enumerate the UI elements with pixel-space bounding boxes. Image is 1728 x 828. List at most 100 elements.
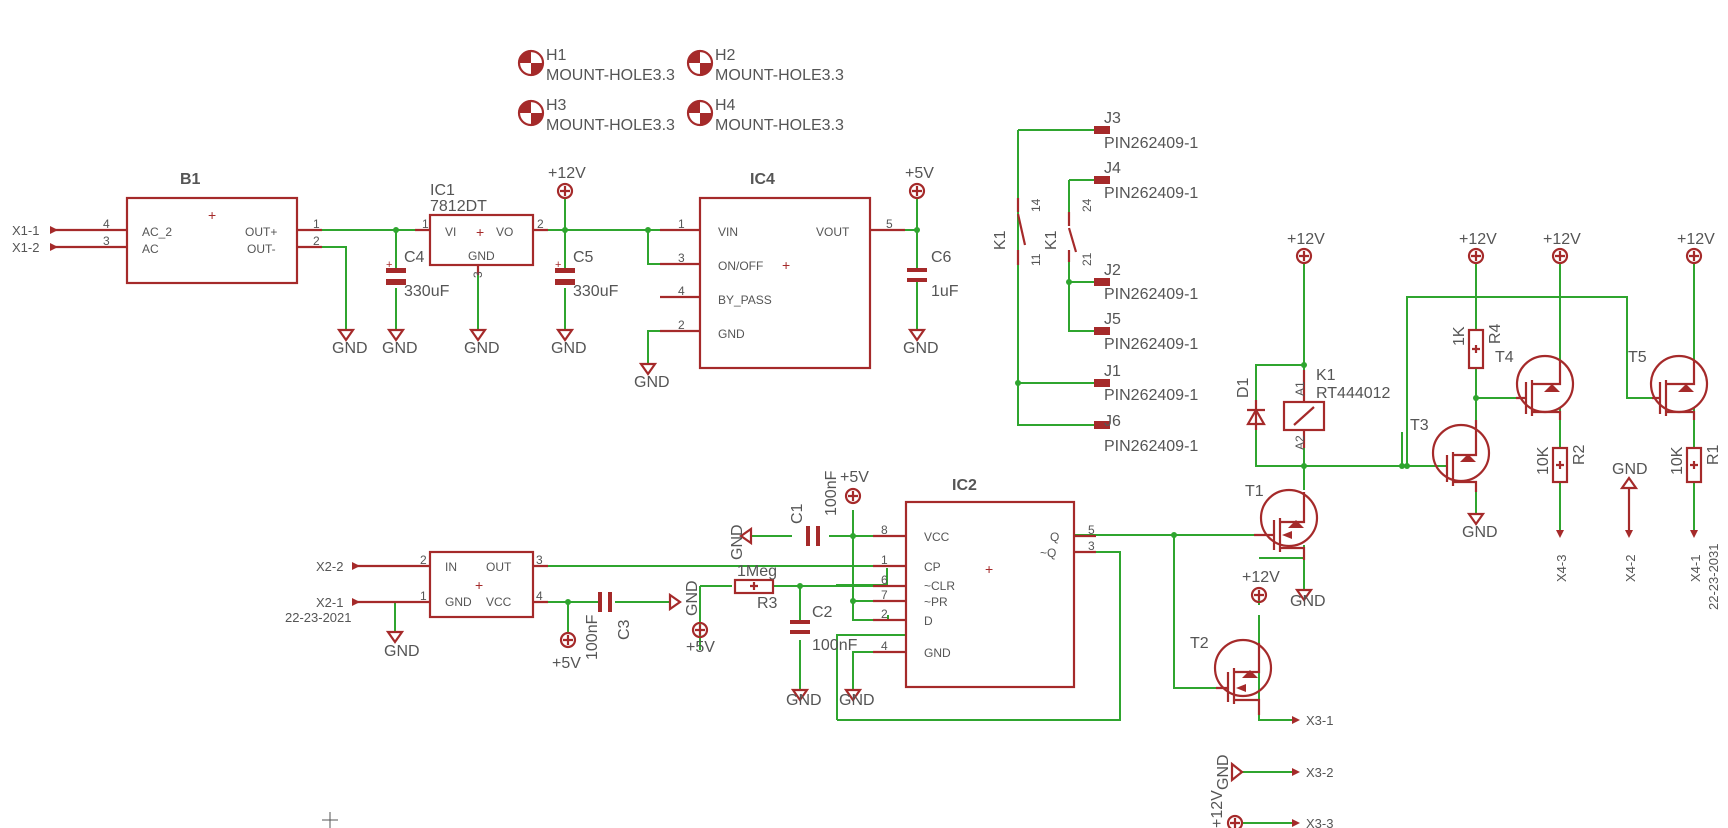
- b1-pinnum-2: 2: [313, 234, 320, 248]
- c2-value: 100nF: [812, 637, 858, 654]
- supply-5v-r3-label: +5V: [686, 639, 715, 656]
- mosfet-t4: T4: [1495, 349, 1575, 420]
- gnd-label-c3: GND: [684, 580, 701, 616]
- svg-text:+: +: [475, 577, 483, 593]
- supply-12v-relay: +12V: [1287, 231, 1325, 248]
- supply-5v-r3: +5V: [686, 621, 715, 656]
- ic4-regulator: IC4 VIN VOUT ON/OFF BY_PASS GND + 1 5 3 …: [660, 171, 905, 370]
- terminal-x2-part: 22-23-2021: [285, 610, 352, 625]
- gnd-label-6: GND: [903, 340, 939, 357]
- svg-text:+: +: [476, 224, 484, 240]
- supply-5v-sensor-label: +5V: [552, 655, 581, 672]
- terminal-x4-3-label: X4-3: [1554, 555, 1569, 582]
- gnd-label-t3: GND: [1462, 524, 1498, 541]
- ic1-pin-vo: VO: [496, 225, 513, 239]
- mount-hole-h4: H4 MOUNT-HOLE3.3: [686, 97, 844, 134]
- ic1-pinnum-3: 3: [471, 271, 485, 278]
- ic4-pinnum-2: 2: [678, 318, 685, 332]
- resistor-r1: 10K R1: [1669, 444, 1722, 484]
- j2-ref: J2: [1104, 262, 1121, 279]
- sensor-module: IN OUT GND VCC + 2 3 1 4: [400, 550, 548, 619]
- ic1-pinnum-2: 2: [537, 217, 544, 231]
- ic2-flipflop: IC2 VCC CP ~CLR ~PR D GND Q ~Q + 8 1 6 7…: [873, 477, 1096, 689]
- mount-hole-h1-value: MOUNT-HOLE3.3: [546, 67, 675, 84]
- t2-ref: T2: [1190, 635, 1209, 652]
- j6-ref: J6: [1104, 413, 1121, 430]
- ground-c1: GND: [729, 524, 753, 560]
- k1-contact-ref-1: K1: [992, 230, 1009, 250]
- ic2-pin-gnd: GND: [924, 646, 951, 660]
- supplies-12v-right: +12V +12V +12V +12V +12V: [1242, 231, 1715, 604]
- gnd-label-1: GND: [332, 340, 368, 357]
- b1-pin-outm: OUT-: [247, 242, 276, 256]
- supply-12v-t4: +12V: [1543, 231, 1581, 248]
- supply-5v-ic2: +5V: [840, 469, 869, 505]
- cursor-crosshair-icon: [322, 812, 338, 828]
- mount-hole-h2-ref: H2: [715, 47, 736, 64]
- ic2-pin-q: Q: [1050, 530, 1059, 544]
- sensor-pin-out: OUT: [486, 560, 512, 574]
- gnd-label-2: GND: [382, 340, 418, 357]
- j1-value: PIN262409-1: [1104, 387, 1198, 404]
- c6-ref: C6: [931, 249, 952, 266]
- mount-hole-h2-value: MOUNT-HOLE3.3: [715, 67, 844, 84]
- ic2-pin-clr: ~CLR: [924, 579, 955, 593]
- mount-hole-h3-value: MOUNT-HOLE3.3: [546, 117, 675, 134]
- mount-hole-h3-ref: H3: [546, 97, 567, 114]
- junctions: [393, 227, 1479, 605]
- supply-12v-ic1: +12V: [548, 165, 586, 200]
- sensor-pinnum-3: 3: [536, 553, 543, 567]
- c1-ref: C1: [789, 503, 806, 524]
- capacitor-c4: + C4 330uF: [386, 249, 450, 300]
- sensor-pin-in: IN: [445, 560, 457, 574]
- j3-ref: J3: [1104, 110, 1121, 127]
- terminal-x2: X2-2 X2-1 22-23-2021: [285, 559, 400, 625]
- j5-value: PIN262409-1: [1104, 336, 1198, 353]
- b1-pin-ac: AC: [142, 242, 159, 256]
- sensor-pinnum-2: 2: [420, 553, 427, 567]
- ic2-pinnum-4: 4: [881, 639, 888, 653]
- gnd-label-sensor: GND: [384, 643, 420, 660]
- sensor-pin-vcc: VCC: [486, 595, 512, 609]
- gnd-label-4: GND: [551, 340, 587, 357]
- ic1-pin-vi: VI: [445, 225, 456, 239]
- j5-ref: J5: [1104, 311, 1121, 328]
- d1-ref: D1: [1235, 377, 1252, 398]
- gnd-label-x3: GND: [1215, 754, 1232, 790]
- gnd-label-5: GND: [634, 374, 670, 391]
- ic4-pin-gnd: GND: [718, 327, 745, 341]
- t4-ref: T4: [1495, 349, 1514, 366]
- b1-pin-ac2: AC_2: [142, 225, 172, 239]
- t3-ref: T3: [1410, 417, 1429, 434]
- k1-pin-a2: A2: [1293, 435, 1307, 450]
- ic4-pinnum-3: 3: [678, 251, 685, 265]
- k1-coil: A1 A2 K1 RT444012: [1282, 367, 1391, 450]
- ic2-pinnum-7: 7: [881, 588, 888, 602]
- supply-12v-t2: +12V: [1242, 569, 1280, 586]
- c1-value: 100nF: [823, 470, 840, 516]
- svg-text:+: +: [208, 207, 216, 223]
- supply-12v-label: +12V: [548, 165, 586, 182]
- resistor-r4: 1K R4: [1451, 323, 1504, 370]
- svg-text:+: +: [555, 259, 561, 271]
- ic2-pinnum-1: 1: [881, 553, 888, 567]
- mount-hole-h4-value: MOUNT-HOLE3.3: [715, 117, 844, 134]
- supply-5v-ic4: +5V: [905, 165, 934, 200]
- terminal-x4-2-label: X4-2: [1623, 555, 1638, 582]
- ground-sensor: GND: [384, 630, 420, 660]
- j3-value: PIN262409-1: [1104, 135, 1198, 152]
- ground-symbols-top: GND GND GND GND GND GND: [332, 328, 939, 391]
- c4-value: 330uF: [404, 283, 450, 300]
- ground-c3: GND: [668, 580, 701, 616]
- terminal-x1-1-label: X1-1: [12, 223, 39, 238]
- svg-text:+: +: [985, 561, 993, 577]
- mount-hole-h2: H2 MOUNT-HOLE3.3: [686, 47, 844, 84]
- ic2-pinnum-3: 3: [1088, 539, 1095, 553]
- c3-ref: C3: [616, 619, 633, 640]
- b1-module: B1 + AC_2 AC OUT+ OUT- 4 3 1 2: [97, 171, 322, 285]
- gnd-label-t1: GND: [1290, 593, 1326, 610]
- k1-value: RT444012: [1316, 385, 1391, 402]
- j1-ref: J1: [1104, 363, 1121, 380]
- capacitor-c5: + C5 330uF: [555, 249, 619, 300]
- ic4-pinnum-4: 4: [678, 284, 685, 298]
